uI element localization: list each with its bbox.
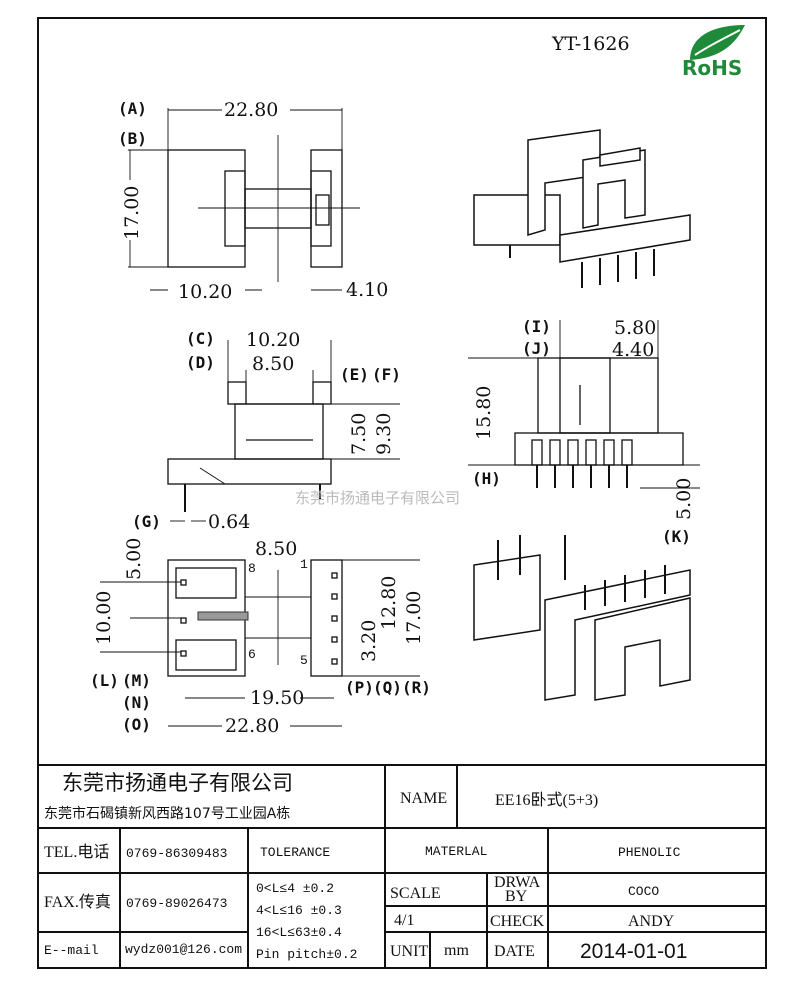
top_view-dims-left-text: 10.20 (178, 281, 232, 303)
top_view-dims-height-text: 17.00 (121, 186, 143, 240)
front_view-dims-k-text: 5.00 (673, 478, 695, 520)
watermark: 东莞市扬通电子有限公司 (295, 489, 460, 507)
sheet-border (37, 17, 767, 969)
bottom_view-labels-2-text: (N) (122, 693, 151, 712)
side_view-labels-2-text: (E) (340, 365, 369, 384)
title_block-scale-text: 4/1 (394, 912, 414, 929)
title_block-tolerances-1-text: 4<L≤16 ±0.3 (256, 903, 342, 918)
side_view-dims-f-text: 9.30 (373, 413, 395, 455)
bottom_view-labels-3-text: (O) (122, 715, 151, 734)
title_block-drawn_label_2-text: BY (505, 888, 528, 905)
bottom_view-pin_numbers-2-text: 6 (248, 647, 256, 662)
top_view-dims-width-text: 22.80 (224, 99, 278, 121)
side_view-dims-d-text: 8.50 (252, 353, 294, 375)
part-number: YT-1626 (551, 33, 630, 55)
title_block-email-text: wydz001@126.com (125, 942, 242, 957)
side-view: (C) (D) (E) (F) (G) 10.20 8.50 7.50 9.30… (132, 329, 401, 533)
front_view-dims-i-text: 5.80 (614, 317, 656, 339)
title_block-material-text: PHENOLIC (618, 845, 681, 860)
bottom_view-dims-n-text: 19.50 (250, 687, 304, 709)
title_block-drawn_label_1-text: DRWA (494, 874, 541, 891)
bottom_view-pin_numbers-3-text: 8 (248, 561, 256, 576)
title_block-fax_label-text: FAX.传真 (44, 893, 111, 911)
side_view-labels-1-text: (D) (186, 353, 215, 372)
side_view-labels-4-text: (G) (132, 512, 161, 531)
rohs-logo: RoHS (682, 25, 745, 80)
side_view-dims-g-text: 0.64 (208, 511, 250, 533)
top_view-labels-1-text: (B) (118, 129, 147, 148)
bottom_view-labels-6-text: (R) (402, 678, 431, 697)
side_view-dims-c-text: 10.20 (246, 329, 300, 351)
bottom_view-dims-top-text: 8.50 (255, 538, 297, 560)
date-value: 2014-01-01 (580, 940, 687, 963)
bottom_view-pin_numbers-1-text: 5 (300, 653, 308, 668)
bottom_view-dims-l-text: 5.00 (123, 538, 145, 580)
title_block-material_label-text: MATERLAL (425, 844, 487, 859)
bottom_view-labels-4-text: (P) (345, 678, 374, 697)
bottom_view-dims-p-text: 3.20 (358, 620, 380, 662)
side_view-labels-0-text: (C) (186, 329, 215, 348)
side_view-dims-e-text: 7.50 (348, 413, 370, 455)
company-name: 东莞市扬通电子有限公司 (62, 771, 293, 795)
title_block-tolerances-0-text: 0<L≤4 ±0.2 (256, 881, 334, 896)
front_view-dims-h-text: 15.80 (473, 386, 495, 440)
front_view-labels-1-text: (J) (522, 339, 551, 358)
title-block: 东莞市扬通电子有限公司 东莞市石碣镇新风西路107号工业园A栋 NAME EE1… (38, 764, 766, 968)
company-address: 东莞市石碣镇新风西路107号工业园A栋 (44, 805, 290, 822)
title_block-tolerances-3-text: Pin pitch±0.2 (256, 947, 357, 962)
bottom_view-labels-0-text: (L) (90, 671, 119, 690)
bottom_view-dims-o-text: 22.80 (225, 715, 279, 737)
bottom_view-dims-q-text: 12.80 (378, 576, 400, 630)
title_block-tolerance_label-text: TOLERANCE (260, 845, 330, 860)
title_block-name_label-text: NAME (400, 790, 447, 807)
front_view-labels-0-text: (I) (522, 317, 551, 336)
bottom-view: 8 6 1 5 (L) (M) (N) (O) (P) (Q) (R) 8.50… (90, 538, 431, 737)
title_block-drawn_by-text: COCO (628, 884, 659, 899)
title_block-scale_label-text: SCALE (390, 885, 441, 902)
top-view: (A) (B) 22.80 17.00 10.20 4.10 (118, 99, 388, 303)
bottom_view-pin_numbers-0-text: 1 (300, 557, 308, 572)
title_block-tel_label-text: TEL.电话 (44, 843, 109, 861)
title_block-tolerances-2-text: 16<L≤63±0.4 (256, 925, 342, 940)
front_view-dims-j-text: 4.40 (612, 339, 654, 361)
front_view-labels-2-text: (H) (472, 469, 501, 488)
top_view-labels-0-text: (A) (118, 99, 147, 118)
title_block-unit-text: mm (444, 942, 469, 959)
bottom_view-labels-5-text: (Q) (373, 678, 402, 697)
part-name: EE16卧式(5+3) (495, 791, 598, 809)
title_block-unit_label-text: UNIT (390, 943, 428, 960)
isometric-view-top (473, 129, 691, 288)
front_view-labels-3-text: (K) (662, 527, 691, 546)
title_block-fax-text: 0769-89026473 (126, 896, 227, 911)
front-view: (I) (J) (H) (K) 5.80 4.40 15.80 5.00 (468, 317, 700, 546)
title_block-tel-text: 0769-86309483 (126, 846, 227, 861)
title_block-checked_by-text: ANDY (628, 913, 675, 930)
bottom_view-dims-r-text: 17.00 (403, 591, 425, 645)
header-rohs_logo-text: RoHS (682, 56, 742, 80)
side_view-labels-3-text: (F) (372, 365, 401, 384)
bottom_view-dims-m-text: 10.00 (93, 591, 115, 645)
bottom_view-labels-1-text: (M) (122, 671, 151, 690)
isometric-view-bottom (473, 535, 691, 701)
title_block-email_label-text: E--mail (44, 943, 99, 958)
title_block-date_label-text: DATE (494, 943, 535, 960)
title_block-check_label-text: CHECK (490, 913, 545, 930)
top_view-dims-right-text: 4.10 (346, 279, 388, 301)
